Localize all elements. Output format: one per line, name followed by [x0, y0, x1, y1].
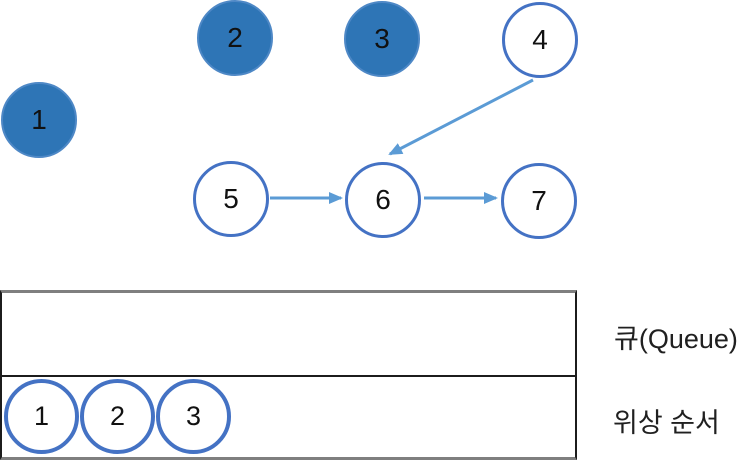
order-circle-2: 2 — [80, 378, 155, 454]
graph-node-6: 6 — [345, 162, 421, 238]
order-circle-1: 1 — [4, 378, 79, 454]
queue-row — [2, 293, 575, 377]
graph-node-4: 4 — [502, 2, 578, 78]
graph-node-7: 7 — [501, 163, 577, 239]
graph-node-1: 1 — [1, 82, 77, 158]
edge-4-to-6 — [388, 78, 534, 156]
graph-node-2: 2 — [197, 0, 273, 76]
graph-node-3: 3 — [344, 1, 420, 77]
graph-node-5: 5 — [193, 161, 269, 237]
order-circle-3: 3 — [156, 378, 231, 454]
queue-label: 큐(Queue) — [614, 324, 738, 354]
topological-order-label: 위상 순서 — [613, 408, 720, 438]
